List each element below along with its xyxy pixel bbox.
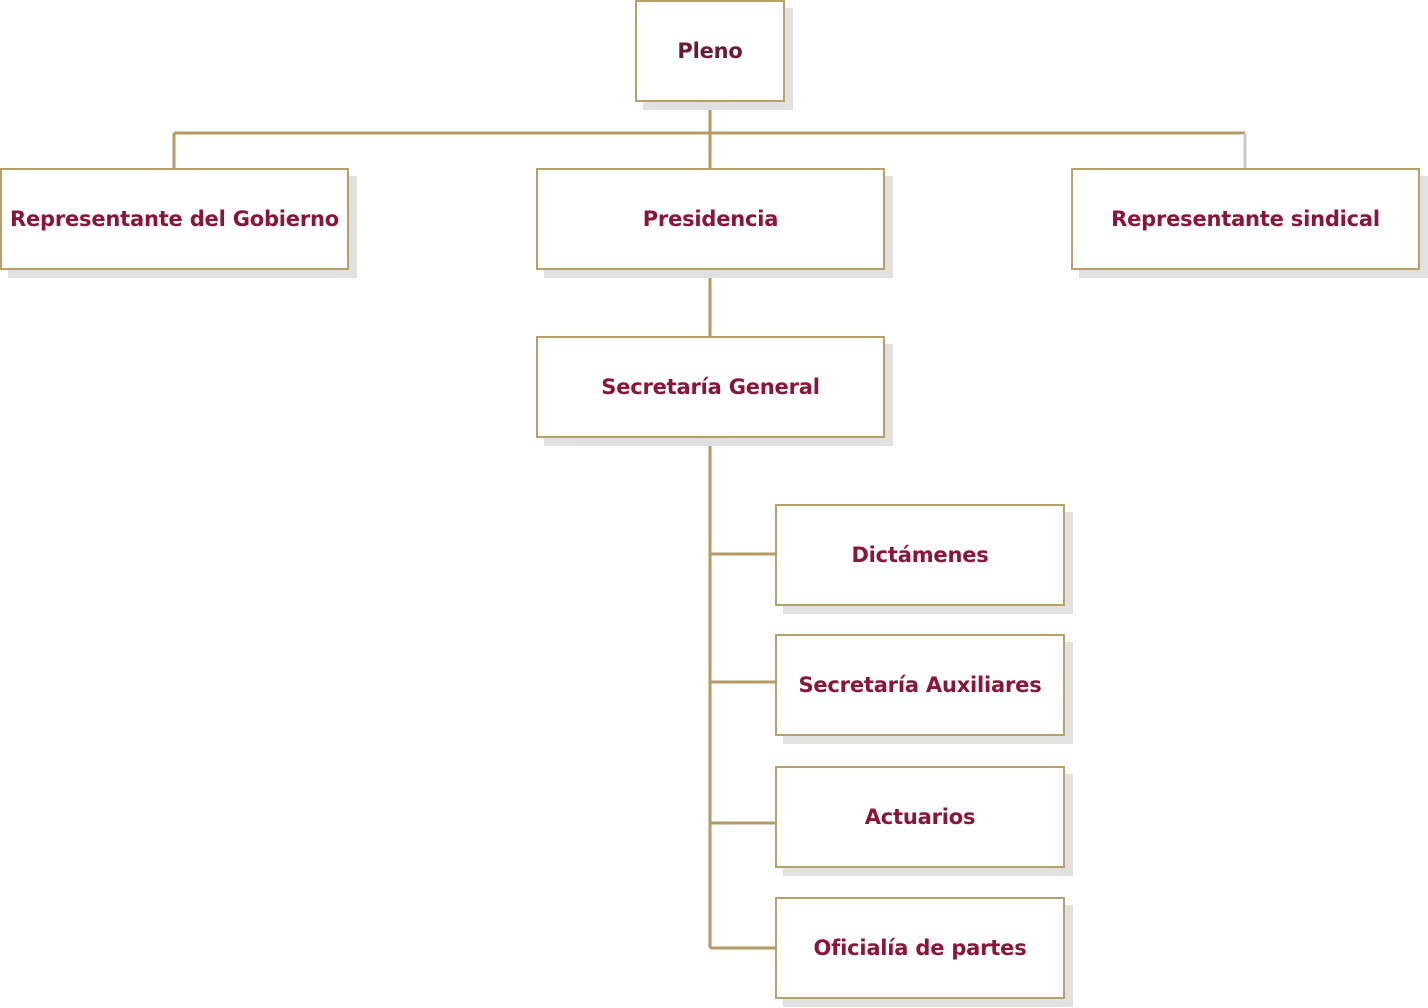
node-representante-sindical-label: Representante sindical: [1111, 207, 1380, 231]
node-dictamenes: Dictámenes: [775, 504, 1065, 606]
node-secretaria-general: Secretaría General: [536, 336, 885, 438]
node-secretaria-general-label: Secretaría General: [601, 375, 820, 399]
node-representante-gobierno: Representante del Gobierno: [0, 168, 349, 270]
node-representante-sindical: Representante sindical: [1071, 168, 1420, 270]
node-presidencia: Presidencia: [536, 168, 885, 270]
node-pleno: Pleno: [635, 0, 785, 102]
node-presidencia-label: Presidencia: [642, 207, 779, 231]
node-secretaria-auxiliares-label: Secretaría Auxiliares: [798, 673, 1042, 697]
node-secretaria-auxiliares: Secretaría Auxiliares: [775, 634, 1065, 736]
node-pleno-label: Pleno: [677, 39, 743, 63]
node-oficialia-de-partes-label: Oficialía de partes: [813, 936, 1027, 960]
node-actuarios: Actuarios: [775, 766, 1065, 868]
node-oficialia-de-partes: Oficialía de partes: [775, 897, 1065, 999]
node-actuarios-label: Actuarios: [864, 805, 976, 829]
node-dictamenes-label: Dictámenes: [851, 543, 989, 567]
node-representante-gobierno-label: Representante del Gobierno: [10, 207, 339, 231]
